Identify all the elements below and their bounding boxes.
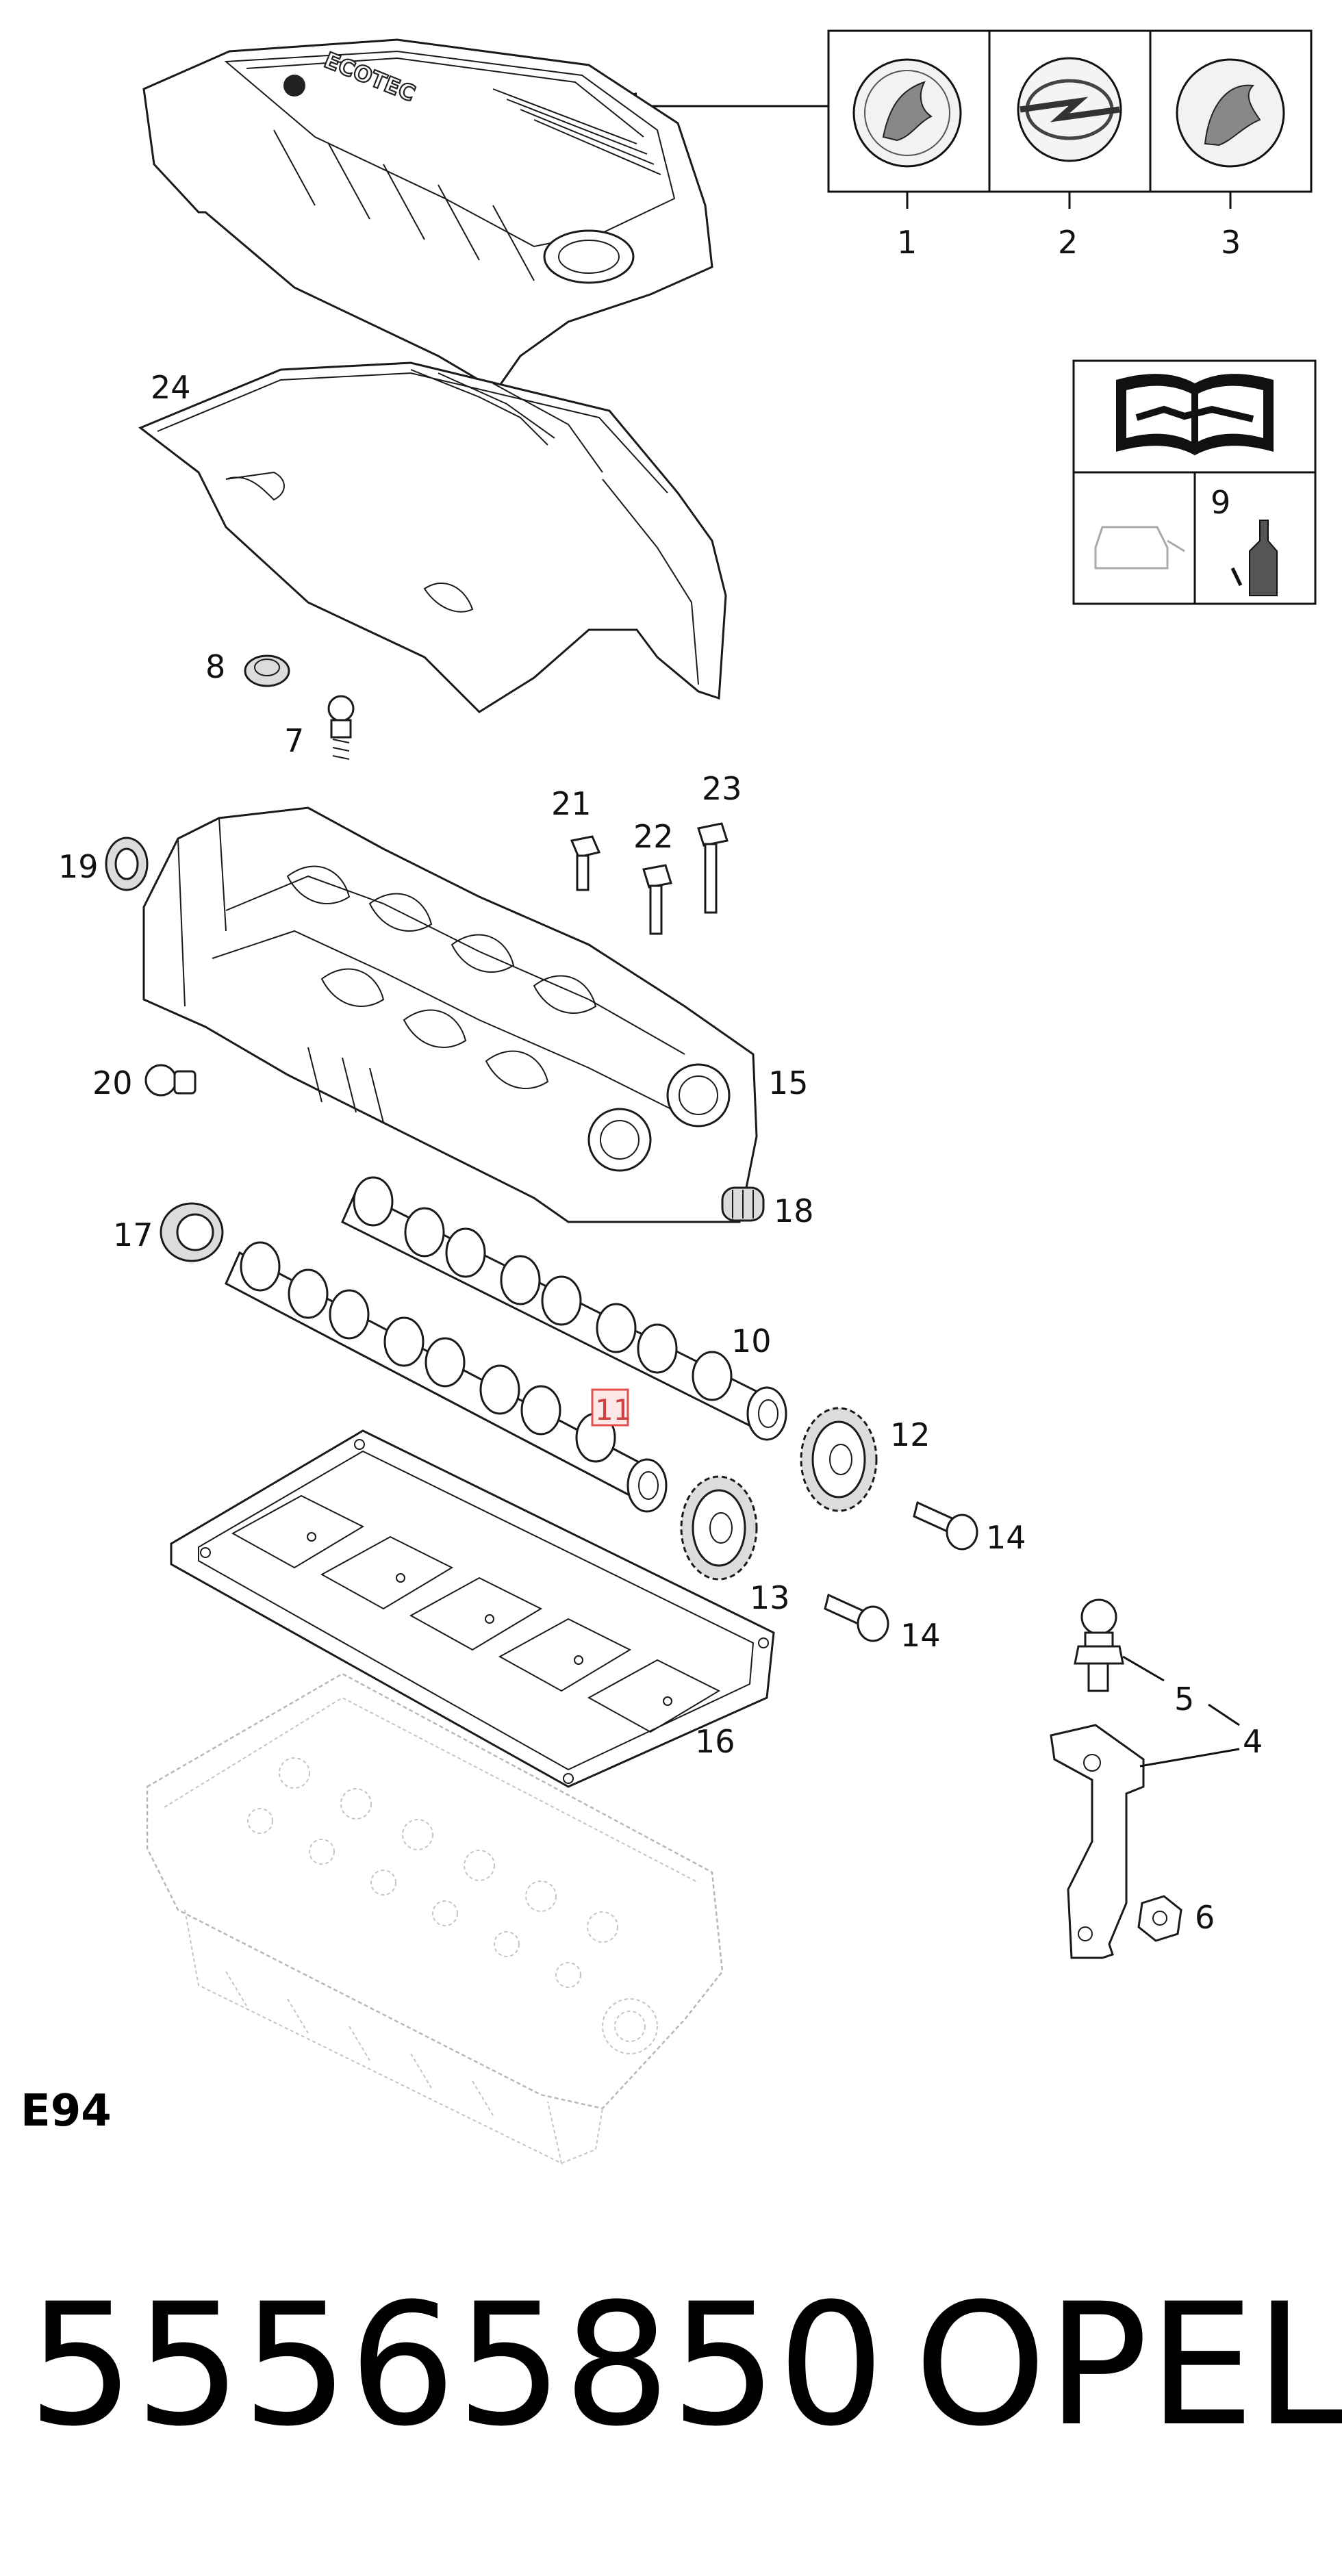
callout-23: 23 [702,770,742,807]
workshop-manual-icon [1116,374,1274,455]
callout-16: 16 [695,1723,735,1760]
callout-18: 18 [774,1193,814,1229]
callout-19: 19 [58,848,99,885]
callout-7: 7 [284,722,304,759]
bolt-21: 21 [551,785,601,891]
callout-11: 11 [595,1393,631,1427]
holden-lion-emblem-icon [1176,58,1285,168]
callout-8: 8 [205,648,225,685]
grommet-8: 8 [205,648,290,687]
callout-10: 10 [731,1323,772,1360]
opel-blitz-emblem-icon [1017,57,1122,162]
callout-4: 4 [1243,1723,1263,1760]
oil-can-icon [1094,526,1185,570]
sprocket-12: 12 [800,1407,930,1512]
bolt-14-upper: 14 [913,1501,1026,1556]
brand-name: OPEL [914,2268,1342,2464]
cylinder-head-ghost [146,1672,724,2165]
camshaft-carrier-15: 15 [142,806,809,1223]
seal-ring-17: 17 [113,1202,224,1262]
bolt-22: 22 [633,818,674,935]
service-info-box: 9 [1072,359,1317,605]
vauxhall-griffin-emblem-icon [852,58,962,168]
callout-15: 15 [768,1064,809,1101]
highlight-box-11 [591,1388,629,1427]
callout-22: 22 [633,818,674,855]
callout-6: 6 [1195,1899,1215,1936]
plug-20: 20 [92,1064,197,1101]
callout-2: 2 [1058,224,1078,261]
callout-9: 9 [1211,484,1230,521]
camshaft-10: 10 [341,1176,787,1441]
plug-18: 18 [721,1186,814,1229]
bolt-14-lower: 14 [824,1593,941,1654]
ball-stud-5: 5 [1074,1598,1194,1718]
engine-top-cover: ECOTEC [142,38,713,392]
bracket-4: 4 [1050,1703,1263,1959]
part-number: 55565850 [27,2268,885,2464]
callout-12: 12 [890,1416,930,1453]
engine-cover-lower: 24 [138,361,727,713]
callout-5: 5 [1174,1681,1194,1718]
head-gasket-16: 16 [170,1429,775,1788]
hex-nut-6: 6 [1137,1895,1215,1942]
section-code: E94 [21,2086,112,2137]
seal-ring-19: 19 [58,837,149,891]
emblem-box-group: 1 2 3 [827,29,1313,261]
sprocket-13: 13 [680,1475,790,1616]
camshaft-11: 11 [225,1241,668,1513]
sealant-bottle-icon [1230,520,1278,596]
callout-24: 24 [151,369,191,406]
ball-stud-7: 7 [284,695,355,760]
callout-21: 21 [551,785,592,822]
callout-14-lower: 14 [900,1617,941,1654]
callout-13: 13 [750,1579,790,1616]
bolt-23: 23 [697,770,742,914]
callout-3: 3 [1221,224,1241,261]
callout-20: 20 [92,1064,133,1101]
callout-17: 17 [113,1216,153,1253]
callout-1: 1 [897,224,917,261]
callout-14-upper: 14 [986,1519,1026,1556]
